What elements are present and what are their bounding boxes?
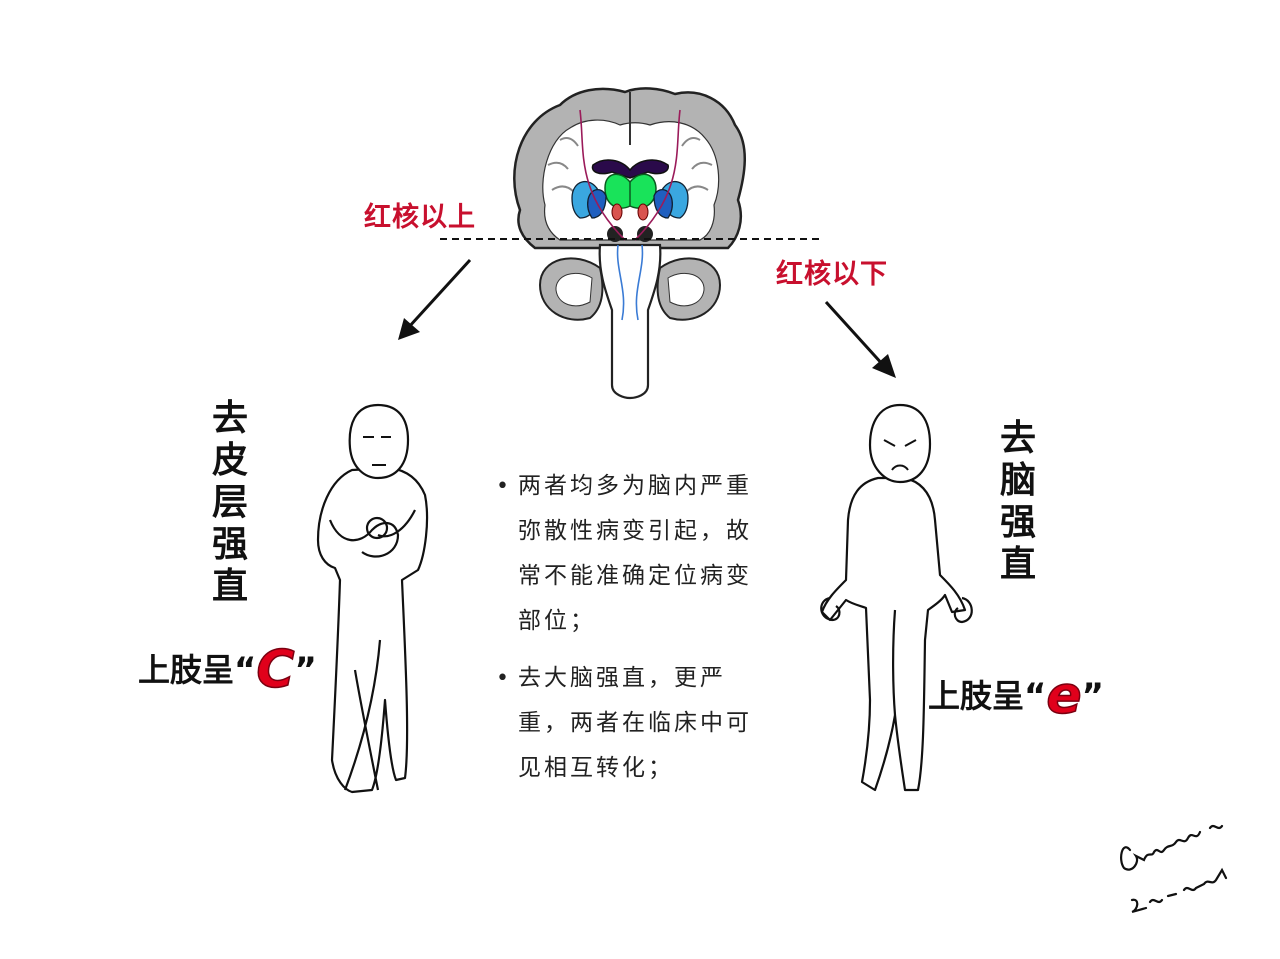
decorticate-head <box>348 403 410 480</box>
brain-coronal-section <box>513 87 746 400</box>
red-nucleus-right <box>637 203 649 221</box>
limb-prefix: 上肢呈 <box>928 677 1025 715</box>
brainstem <box>598 243 662 400</box>
decerebrate-figure <box>820 403 973 792</box>
note-item: 两者均多为脑内严重弥散性病变引起，故常不能准确定位病变部位； <box>496 464 763 644</box>
decerebrate-limb-label: 上肢呈“e” <box>928 665 1105 727</box>
decorticate-limb-label: 上肢呈“C” <box>138 639 317 701</box>
handwritten-signature <box>1120 824 1228 914</box>
open-quote: “ <box>1024 676 1047 716</box>
tract-right-magenta <box>634 109 681 241</box>
arrow-right <box>824 300 896 378</box>
tract-right-blue <box>635 244 644 321</box>
close-quote: ” <box>1081 676 1105 716</box>
decorticate-title: 去皮层强直 <box>211 398 248 607</box>
limb-letter-c: C <box>256 639 296 701</box>
red-nucleus-left <box>611 203 623 221</box>
notes-list: 两者均多为脑内严重弥散性病变引起，故常不能准确定位病变部位； 去大脑强直，更严重… <box>496 464 763 803</box>
decerebrate-head <box>868 403 932 484</box>
gyri-lines <box>547 137 713 193</box>
lateral-ventricle <box>591 159 669 179</box>
open-quote: “ <box>234 650 257 690</box>
limb-prefix: 上肢呈 <box>138 651 235 689</box>
decerebrate-title: 去脑强直 <box>999 418 1036 585</box>
decorticate-figure <box>316 403 429 794</box>
close-quote: ” <box>294 650 317 690</box>
tract-left-magenta <box>579 109 626 241</box>
label-above-red-nucleus: 红核以上 <box>364 202 476 233</box>
arrow-left <box>398 258 472 340</box>
tract-left-blue <box>616 244 625 321</box>
note-item: 去大脑强直，更严重，两者在临床中可见相互转化； <box>496 656 763 791</box>
limb-letter-e: e <box>1046 665 1083 727</box>
label-below-red-nucleus: 红核以下 <box>776 259 888 290</box>
